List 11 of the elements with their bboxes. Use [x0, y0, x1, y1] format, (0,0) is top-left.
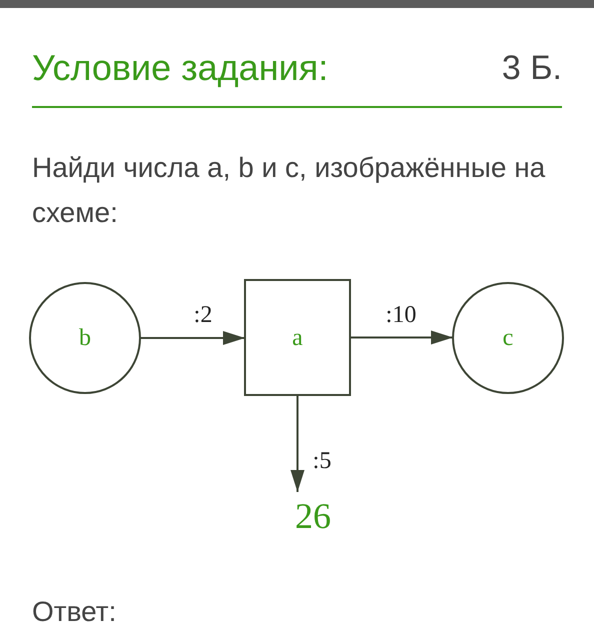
arrow: [350, 330, 453, 344]
node-letter: a: [292, 324, 303, 352]
node-letter: b: [79, 324, 91, 352]
points: 3 Б.: [502, 48, 562, 89]
node-letter: c: [502, 324, 514, 352]
title: Условие задания:: [32, 46, 328, 90]
arrow: [140, 331, 245, 345]
arrow: [290, 395, 304, 492]
result-number: 26: [295, 496, 331, 536]
task-text: Найди числа a, b и c, изображённые на схеме:: [32, 151, 546, 230]
answer-label: Ответ:: [32, 595, 116, 629]
